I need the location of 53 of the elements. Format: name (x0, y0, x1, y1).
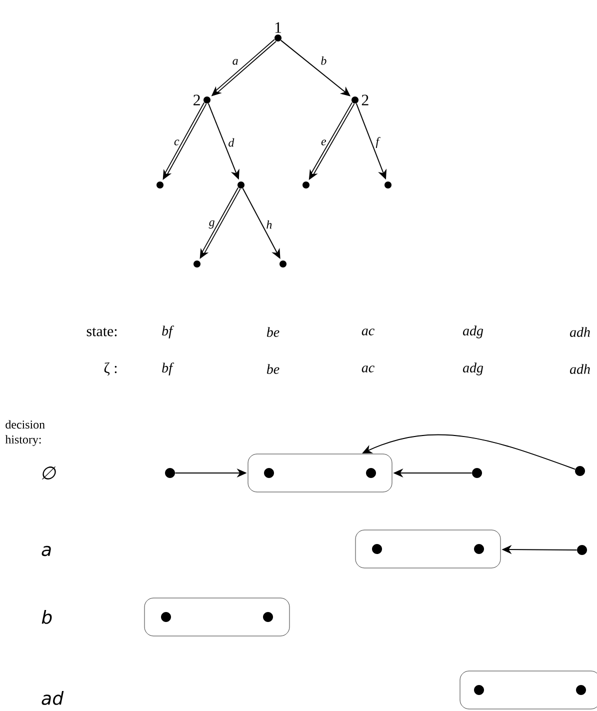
dot (372, 544, 382, 554)
dot (474, 544, 484, 554)
state-label: be (266, 364, 280, 374)
dot (204, 96, 210, 104)
dot (156, 182, 164, 188)
dot (263, 612, 273, 622)
row-label: ad (42, 691, 64, 705)
state-label: adg (462, 326, 484, 338)
dot (165, 468, 175, 478)
state-label: bf (162, 362, 174, 376)
edge-label: f (376, 137, 380, 148)
state-label: adg (462, 362, 484, 376)
dot (352, 96, 358, 104)
state-label: adh (570, 364, 590, 374)
edge-label: a (232, 59, 238, 65)
dot (194, 260, 200, 268)
edge-label: d (228, 138, 234, 147)
state-label: bf (162, 326, 174, 338)
dot (384, 182, 392, 188)
edge-label: g (208, 220, 214, 229)
dot (575, 466, 585, 476)
edge-label: h (266, 220, 272, 229)
edge-label: e (321, 140, 326, 146)
row-heading: decision history: (5, 420, 45, 446)
row-label: a (42, 546, 51, 556)
player-number: 1 (275, 22, 282, 33)
dot (274, 34, 282, 42)
player-number: 2 (194, 94, 200, 106)
rounded-box (248, 454, 392, 492)
edge-label: b (321, 56, 326, 65)
rounded-box (460, 670, 597, 710)
dot (577, 545, 587, 555)
state-label: ac (362, 328, 374, 336)
state-label: adh (570, 327, 590, 337)
dot (238, 182, 244, 188)
state-label: be (266, 327, 280, 337)
dot (474, 685, 484, 695)
state-label: ac (362, 366, 374, 372)
row-label: b (42, 610, 52, 624)
dot (280, 260, 286, 268)
player-number: 2 (362, 94, 368, 106)
rounded-box (355, 530, 501, 568)
dot (472, 468, 482, 478)
edge-label: c (174, 140, 180, 146)
dot (576, 685, 586, 695)
dot (366, 468, 376, 478)
dot (302, 182, 310, 188)
dot (264, 468, 274, 478)
row-heading: state: (86, 328, 117, 336)
dot (161, 612, 171, 622)
row-heading: ζ : (104, 362, 117, 376)
rounded-box (144, 598, 290, 636)
row-label: ∅ (42, 466, 56, 480)
